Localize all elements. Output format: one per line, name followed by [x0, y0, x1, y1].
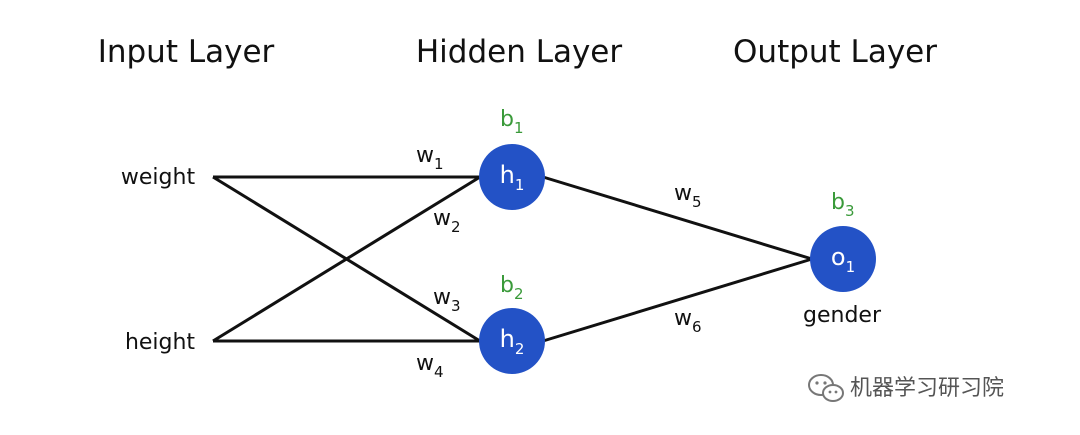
edge-height-h1 — [212, 175, 481, 343]
weight-label-w6: w6 — [674, 306, 702, 336]
weight-label-w2: w2 — [433, 206, 461, 236]
bias-label-b2: b2 — [500, 273, 524, 303]
bias-label-b3: b3 — [831, 190, 855, 220]
input-weight-label: weight — [121, 165, 196, 190]
output-gender-label: gender — [803, 303, 882, 328]
node-o1: o1 — [810, 226, 876, 292]
node-o1-circle — [810, 226, 876, 292]
wechat-icon — [808, 374, 844, 402]
bias-label-b1: b1 — [500, 107, 524, 137]
weight-label-w1: w1 — [416, 143, 444, 173]
hidden-layer-title: Hidden Layer — [416, 34, 623, 70]
edge-h1-o1 — [542, 175, 813, 261]
output-layer-title: Output Layer — [733, 34, 937, 70]
node-h1-circle — [479, 144, 545, 210]
input-layer-title: Input Layer — [98, 34, 275, 70]
weight-label-w5: w5 — [674, 181, 702, 211]
node-h2: h2 — [479, 308, 545, 374]
node-h2-label: h2 — [500, 325, 525, 358]
watermark-text: 机器学习研习院 — [850, 376, 1004, 401]
edge-h2-o1 — [542, 257, 813, 343]
weight-label-w4: w4 — [416, 351, 444, 381]
node-o1-label: o1 — [831, 243, 855, 276]
weight-label-w3: w3 — [433, 285, 461, 315]
input-height-label: height — [125, 330, 195, 355]
node-h2-circle — [479, 308, 545, 374]
node-h1-label: h1 — [500, 161, 525, 194]
node-h1: h1 — [479, 144, 545, 210]
watermark: 机器学习研习院 — [808, 374, 1004, 402]
